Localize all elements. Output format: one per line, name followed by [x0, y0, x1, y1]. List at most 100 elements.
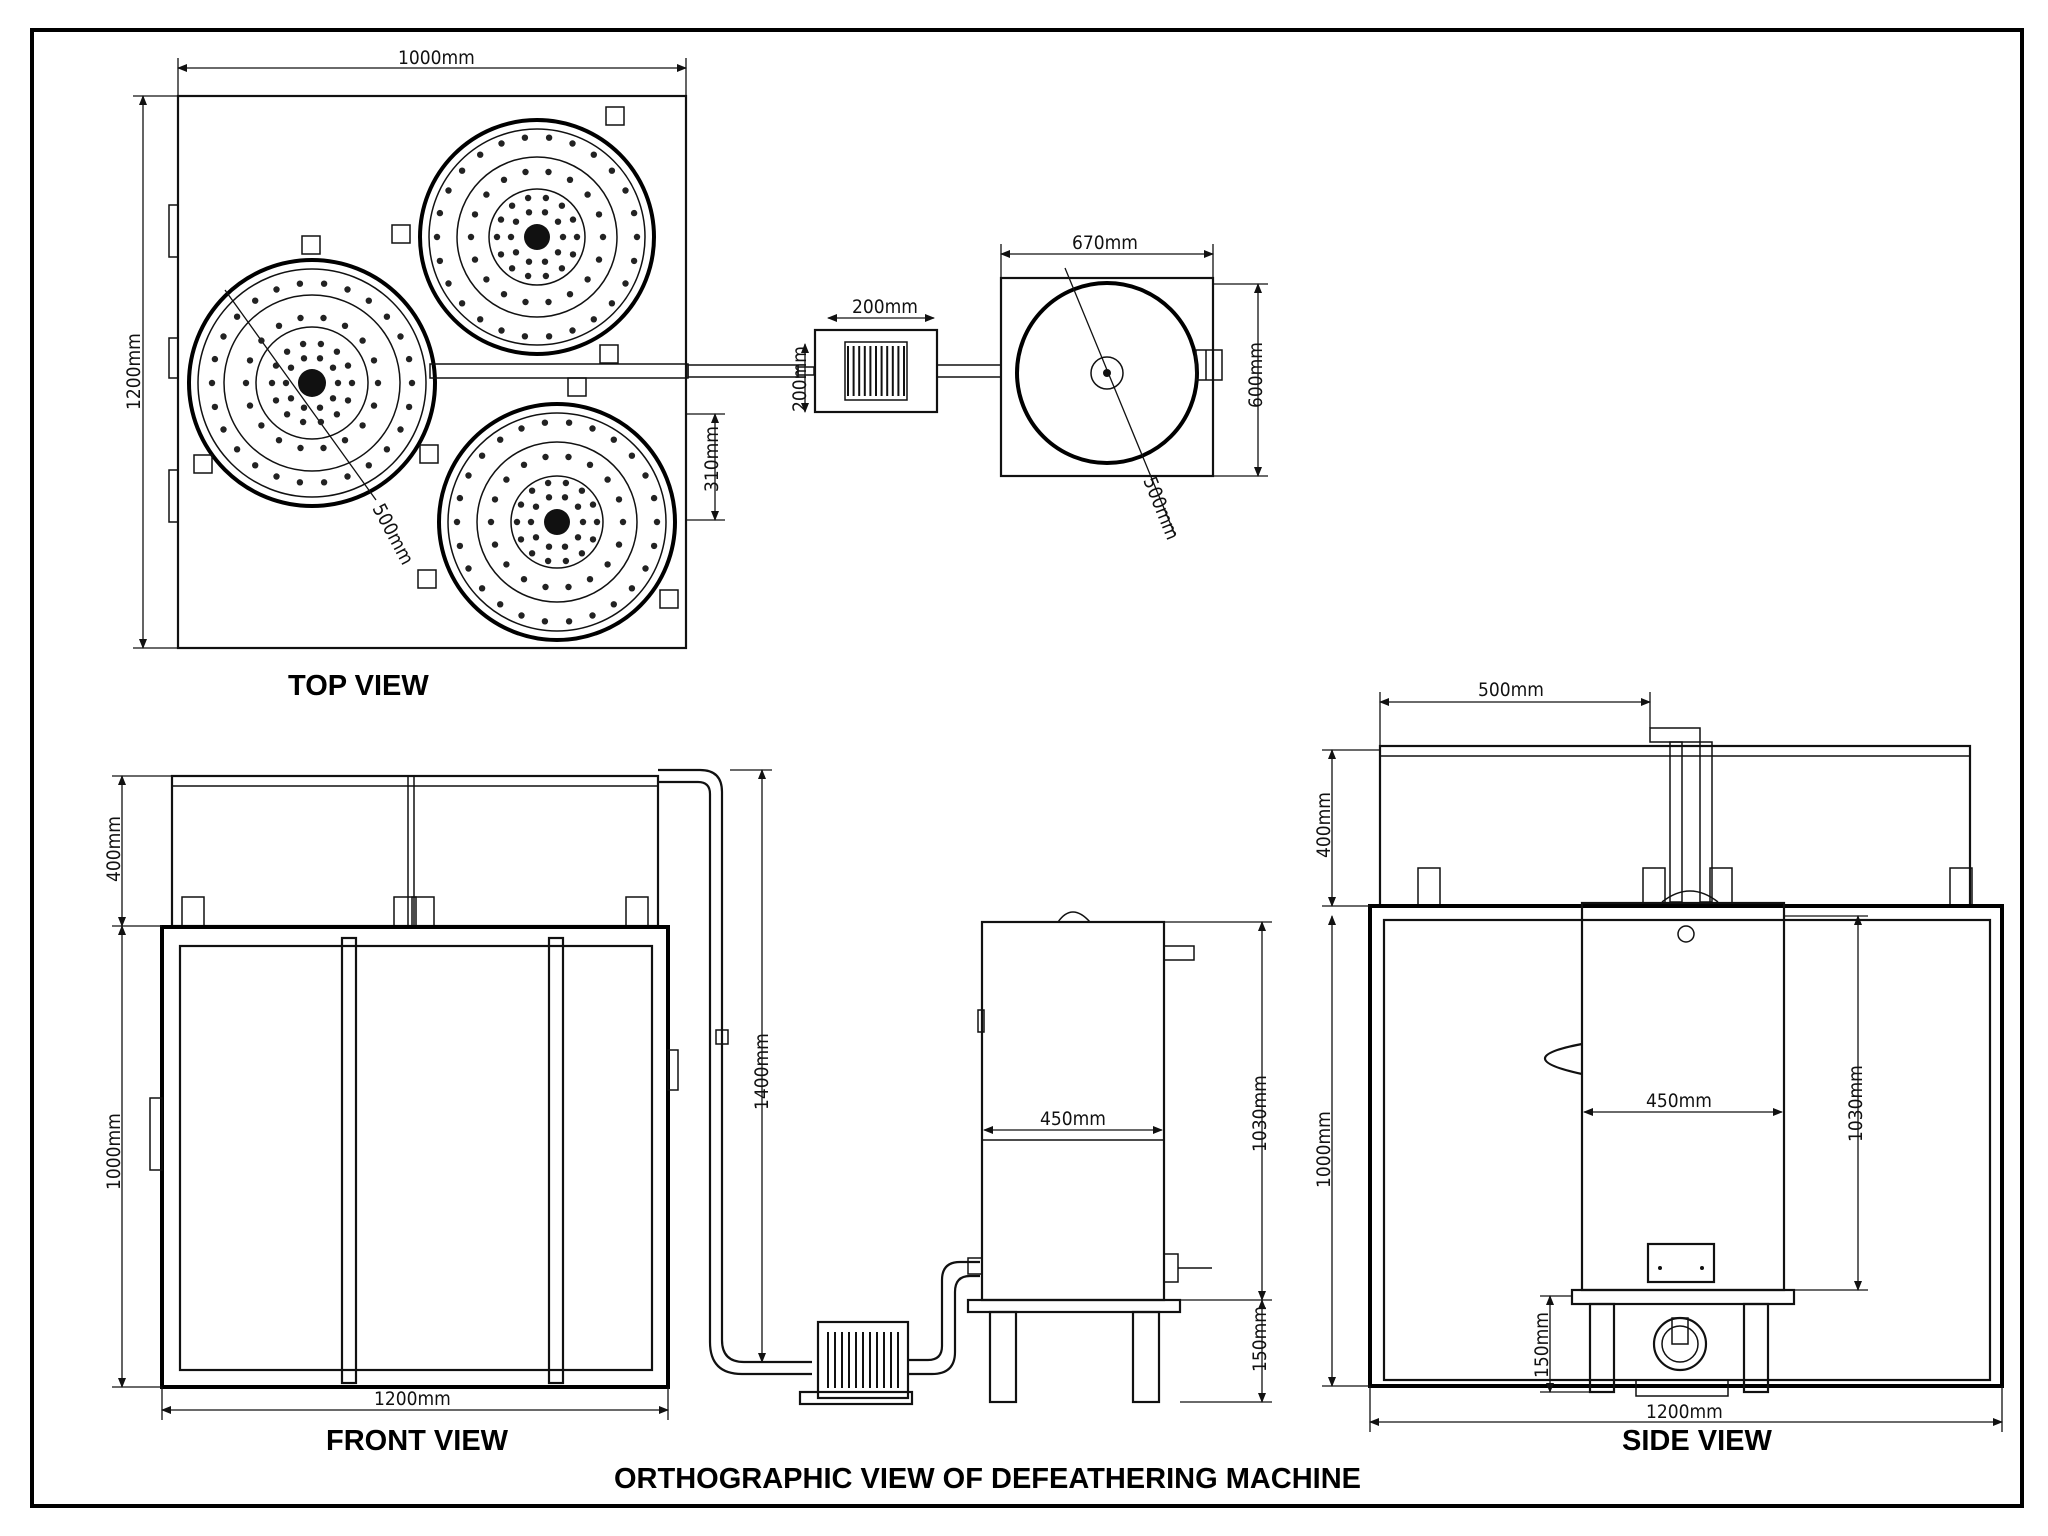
perforation-dot	[334, 379, 342, 387]
perforation-dot	[397, 333, 404, 340]
front-view: 400mm 1000mm 1200mm 1400mm 450mm 1030mm …	[103, 768, 1272, 1420]
perforation-dot	[436, 257, 444, 265]
perforation-dot	[527, 518, 535, 526]
perforation-dot	[562, 479, 570, 487]
perforation-dot	[498, 327, 505, 334]
perforation-dot	[436, 209, 444, 217]
perforation-dot	[642, 565, 649, 572]
perforation-dot	[478, 585, 486, 592]
label-side-view: SIDE VIEW	[1622, 1425, 1772, 1457]
perforation-dot	[566, 176, 574, 183]
perforation-dot	[542, 194, 550, 202]
perforation-dot	[405, 403, 413, 411]
dim-front-top: 400mm	[103, 816, 125, 882]
perforation-dot	[532, 503, 540, 510]
perforation-dot	[273, 473, 280, 480]
perforation-dot	[296, 280, 304, 287]
dim-motor-width: 200mm	[852, 296, 918, 318]
perforation-dot	[653, 518, 661, 526]
perforation-dot	[359, 337, 366, 344]
perforation-dot	[544, 479, 552, 487]
perforation-dot	[542, 272, 550, 280]
perforation-dot	[545, 168, 552, 176]
perforation-dot	[383, 313, 391, 320]
perforation-dot	[633, 233, 641, 241]
perforation-dot	[500, 176, 508, 183]
perforation-dot	[518, 425, 525, 432]
perforation-dot	[524, 194, 532, 202]
perforation-dot	[282, 379, 290, 387]
perforation-dot	[542, 453, 549, 461]
perforation-dot	[630, 257, 638, 265]
dim-boiler-height: 1030mm	[1249, 1075, 1271, 1152]
perforation-dot	[622, 280, 629, 287]
perforation-dot	[522, 168, 529, 176]
dim-tank-height: 600mm	[1245, 342, 1267, 408]
perforation-dot	[497, 216, 505, 223]
perforation-dot	[491, 541, 499, 548]
perforation-dot	[584, 191, 591, 198]
perforation-dot	[341, 322, 349, 329]
perforation-dot	[341, 437, 349, 444]
perforation-dot	[287, 395, 295, 402]
perforation-dot	[453, 518, 461, 526]
perforation-dot	[471, 256, 479, 263]
perforation-dot	[497, 436, 504, 443]
perforation-dot	[565, 618, 573, 625]
perforation-dot	[283, 348, 291, 355]
perforation-dot	[615, 496, 623, 503]
perforation-dot	[445, 280, 452, 287]
perforation-dot	[599, 233, 607, 241]
perforation-dot	[493, 233, 501, 241]
perforation-dot	[299, 418, 307, 426]
perforation-dot	[545, 134, 553, 141]
perforation-dot	[456, 494, 464, 502]
dim-top-width: 1000mm	[398, 47, 475, 69]
perforation-dot	[569, 251, 577, 258]
perforation-dot	[405, 355, 413, 363]
perforation-dot	[628, 452, 636, 459]
perforation-dot	[589, 425, 596, 432]
perforation-dot	[584, 276, 591, 283]
perforation-dot	[220, 333, 227, 340]
perforation-dot	[344, 397, 352, 404]
perforation-dot	[544, 557, 552, 565]
perforation-dot	[642, 472, 649, 479]
perforation-dot	[316, 404, 324, 411]
perforation-dot	[608, 300, 616, 307]
perforation-dot	[233, 313, 241, 320]
perforation-dot	[300, 404, 308, 411]
perforation-dot	[554, 249, 562, 256]
perforation-dot	[565, 583, 572, 591]
perforation-dot	[569, 140, 576, 147]
label-front-view: FRONT VIEW	[326, 1425, 509, 1457]
perforation-dot	[471, 211, 479, 218]
perforation-dot	[397, 426, 404, 433]
perforation-dot	[590, 151, 597, 158]
perforation-dot	[532, 534, 540, 541]
perforation-dot	[268, 379, 276, 387]
perforation-dot	[565, 419, 573, 426]
perforation-dot	[478, 452, 486, 459]
perforation-dot	[608, 167, 616, 174]
perforation-dot	[477, 316, 484, 323]
perforation-dot	[320, 444, 327, 452]
dim-side-inner-width: 450mm	[1646, 1090, 1712, 1112]
perforation-dot	[562, 557, 570, 565]
perforation-dot	[258, 337, 265, 344]
perforation-dot	[275, 322, 283, 329]
perforation-dot	[445, 187, 452, 194]
perforation-dot	[211, 403, 219, 411]
perforation-dot	[542, 583, 549, 591]
perforation-dot	[283, 411, 291, 418]
perforation-dot	[573, 233, 581, 241]
dim-side-height: 1000mm	[1313, 1111, 1335, 1188]
perforation-dot	[578, 487, 586, 494]
perforation-dot	[333, 348, 341, 355]
perforation-dot	[487, 518, 495, 526]
perforation-dot	[433, 233, 441, 241]
perforation-dot	[211, 355, 219, 363]
perforation-dot	[650, 542, 658, 550]
side-hopper	[1378, 744, 1972, 908]
